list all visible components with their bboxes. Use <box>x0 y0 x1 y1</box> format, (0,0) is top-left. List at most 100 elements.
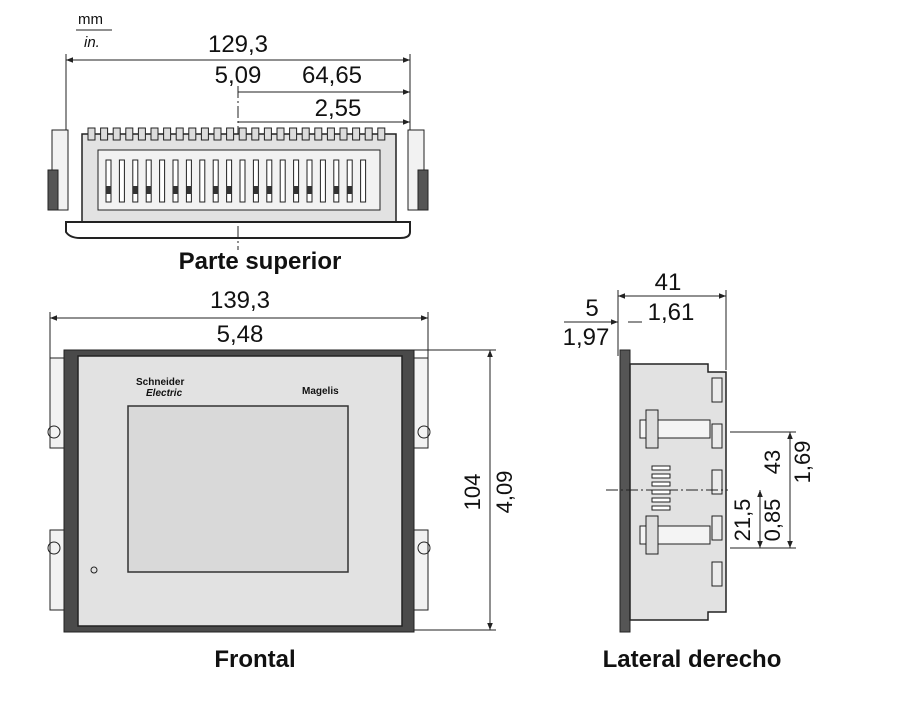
top-slot-pin <box>226 186 232 194</box>
top-slot <box>360 159 367 203</box>
side-rib <box>711 469 723 495</box>
front-led <box>90 566 98 574</box>
top-fin <box>150 127 159 141</box>
top-slot-pin <box>106 186 111 194</box>
top-fin <box>213 127 222 141</box>
top-slot <box>185 159 192 203</box>
top-slot <box>346 159 353 203</box>
side-pin <box>651 473 671 479</box>
front-height-in: 4,09 <box>492 471 517 514</box>
units-legend: mm in. <box>76 11 112 51</box>
top-slot-pin <box>347 186 353 194</box>
side-depth-in: 1,61 <box>648 299 695 326</box>
top-width-mm: 129,3 <box>208 31 268 58</box>
top-slot <box>172 159 179 203</box>
top-view: 129,3 5,09 64,65 2,55 Parte superior <box>47 31 429 275</box>
top-slot <box>212 159 219 203</box>
front-clamp-screw-rt <box>417 425 431 439</box>
front-width-mm: 139,3 <box>210 287 270 314</box>
top-fin <box>352 127 361 141</box>
side-rib <box>711 377 723 403</box>
side-pin <box>651 497 671 503</box>
top-slot-pin <box>266 186 272 194</box>
side-v2-in: 0,85 <box>760 499 785 542</box>
top-fin <box>263 127 272 141</box>
top-half-in: 2,55 <box>315 95 362 122</box>
top-slot <box>333 159 340 203</box>
top-fin <box>175 127 184 141</box>
top-slot <box>159 159 166 203</box>
top-fin <box>112 127 121 141</box>
side-depth-mm: 41 <box>655 269 682 296</box>
side-connector-latch <box>645 409 659 449</box>
front-clamp-screw-lt <box>47 425 61 439</box>
top-fin <box>100 127 109 141</box>
top-slot <box>239 159 246 203</box>
top-offset-in: 5,09 <box>215 62 262 89</box>
top-fin <box>276 127 285 141</box>
top-slot <box>306 159 313 203</box>
top-slot-pin <box>293 186 299 194</box>
side-v-mm: 43 <box>760 450 785 474</box>
side-bezel-profile <box>619 349 631 633</box>
front-clamp-screw-lb <box>47 541 61 555</box>
side-view: 41 1,61 5 1,97 43 1,69 21,5 0,85 Lateral… <box>563 269 815 673</box>
side-rib <box>711 561 723 587</box>
front-brand-line2: Electric <box>146 388 183 399</box>
top-slot <box>226 159 233 203</box>
side-pin <box>651 489 671 495</box>
top-slot <box>145 159 152 203</box>
top-slot <box>293 159 300 203</box>
top-connector-block <box>97 149 381 211</box>
side-v-in: 1,69 <box>790 441 815 484</box>
top-fin <box>137 127 146 141</box>
front-width-in: 5,48 <box>217 321 264 348</box>
top-fin <box>339 127 348 141</box>
top-slot-pin <box>333 186 339 194</box>
top-slot <box>199 159 206 203</box>
top-fin <box>314 127 323 141</box>
side-view-caption: Lateral derecho <box>603 646 782 673</box>
top-fin <box>200 127 209 141</box>
side-connector-latch <box>645 515 659 555</box>
top-fin <box>87 127 96 141</box>
top-fin <box>163 127 172 141</box>
top-fin <box>289 127 298 141</box>
top-slot <box>132 159 139 203</box>
top-slot <box>105 159 112 203</box>
side-bezel-mm: 5 <box>585 295 598 322</box>
side-rib <box>711 423 723 449</box>
side-connectors <box>639 377 723 587</box>
top-fin <box>251 127 260 141</box>
side-rib <box>711 515 723 541</box>
front-view-caption: Frontal <box>214 646 295 673</box>
front-clamp-screw-rb <box>417 541 431 555</box>
front-product-label: Magelis <box>302 386 339 397</box>
top-clamp-right-screw <box>417 169 429 211</box>
side-v2-mm: 21,5 <box>730 499 755 542</box>
top-slot-pin <box>173 186 178 194</box>
top-slot-pin <box>307 186 312 194</box>
front-screen <box>127 405 349 573</box>
top-slot-pin <box>132 186 138 194</box>
unit-imperial: in. <box>84 34 100 51</box>
top-fin <box>238 127 247 141</box>
top-fin <box>125 127 134 141</box>
top-bezel <box>65 221 411 239</box>
top-slots <box>105 159 367 203</box>
top-half-mm: 64,65 <box>302 62 362 89</box>
top-fin <box>377 127 386 141</box>
top-slot <box>279 159 286 203</box>
front-height-mm: 104 <box>460 474 485 511</box>
top-slot <box>266 159 273 203</box>
top-fin <box>226 127 235 141</box>
top-fin <box>364 127 373 141</box>
top-slot <box>252 159 259 203</box>
side-pin <box>651 465 671 471</box>
top-fin <box>326 127 335 141</box>
top-view-caption: Parte superior <box>179 248 342 275</box>
top-slot-pin <box>186 186 192 194</box>
top-fin <box>301 127 310 141</box>
